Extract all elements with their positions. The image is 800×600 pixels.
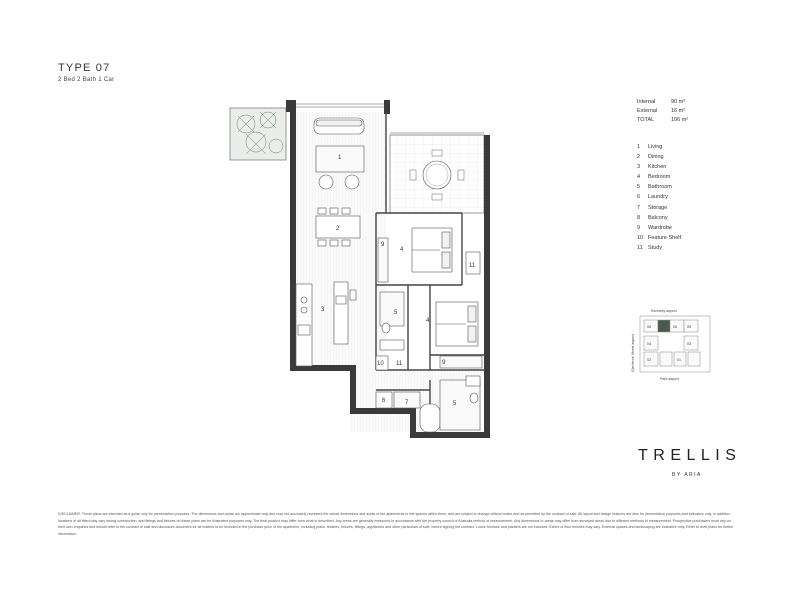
area-label: TOTAL (637, 117, 655, 123)
room-legend: 1 Living 2 Dining 3 Kitchen 4 Bedroom 5 Bathr… (637, 142, 681, 253)
area-label: Internal (637, 99, 656, 105)
key-plan-unit: 08 (647, 325, 651, 329)
legend-number: 4 (637, 174, 641, 181)
bathroom-1 (379, 291, 405, 351)
legend-item: 2 Dining (637, 152, 681, 162)
living-furniture (313, 117, 365, 190)
legend-label: Bathroom (648, 184, 672, 191)
legend-label: Balcony (648, 214, 668, 221)
key-plan-unit: 04 (647, 342, 651, 346)
room-label-laundry: 6 (382, 398, 386, 404)
legend-item: 9 Wardrobe (637, 223, 681, 233)
key-plan-unit: 02 (647, 358, 651, 362)
legend-label: Feature Shelf (648, 234, 682, 241)
key-plan: Kennedy aspect Park aspect Glenferrie St… (631, 309, 711, 381)
key-plan-unit: 03 (687, 342, 691, 346)
brand-logo: TRELLIS (638, 447, 742, 464)
legend-number: 8 (637, 214, 641, 221)
room-label-wardrobe-1: 9 (381, 242, 385, 248)
area-row-external: External 16 m² (637, 107, 688, 116)
legend-number: 11 (637, 244, 643, 251)
legend-number: 6 (637, 194, 641, 201)
bedroom-2 (435, 301, 483, 369)
legend-item: 10 Feature Shelf (637, 233, 681, 243)
legend-label: Laundry (648, 194, 668, 201)
legend-item: 5 Bathroom (637, 182, 681, 192)
legend-label: Bedroom (648, 174, 671, 181)
bathroom-2 (419, 375, 481, 433)
room-label-feature-shelf: 10 (377, 361, 384, 367)
legend-label: Dining (648, 154, 664, 161)
room-label-bathroom-2: 5 (453, 401, 457, 407)
room-label-dining: 2 (336, 226, 340, 232)
legend-number: 9 (637, 224, 641, 231)
planter-garden (229, 107, 287, 161)
room-label-living: 1 (338, 155, 342, 161)
key-plan-north-label: Kennedy aspect (651, 309, 677, 313)
legend-number: 5 (637, 184, 641, 191)
room-label-study-2: 11 (396, 361, 403, 367)
room-label-bedroom-1: 4 (400, 247, 404, 253)
room-label-wardrobe-2: 9 (442, 360, 446, 366)
key-plan-unit: 06 (673, 325, 677, 329)
key-plan-west-label: Glenferrie Street aspect (631, 334, 635, 372)
legend-item: 6 Laundry (637, 192, 681, 202)
legend-number: 1 (637, 144, 641, 150)
disclaimer-text: DISCLAIMER: These plans are intended as … (58, 512, 734, 536)
area-table: Internal 90 m² External 16 m² TOTAL 106 … (637, 98, 688, 125)
bedroom-1 (377, 227, 481, 283)
exterior-walls (286, 100, 490, 438)
balcony (389, 134, 485, 214)
legend-item: 11 Study (637, 243, 681, 253)
legend-item: 7 Storage (637, 203, 681, 213)
key-plan-south-label: Park aspect (660, 377, 679, 381)
brand-sub: BY ARIA (672, 472, 702, 478)
legend-number: 10 (637, 234, 644, 241)
plan-type-subtitle: 2 Bed 2 Bath 1 Car (58, 77, 115, 83)
room-label-kitchen: 3 (321, 307, 325, 313)
laundry-storage (375, 391, 421, 409)
legend-number: 7 (637, 204, 641, 211)
legend-number: 3 (637, 164, 641, 171)
area-value: 90 m² (671, 99, 686, 105)
room-label-bedroom-2: 4 (426, 318, 430, 324)
legend-item: 8 Balcony (637, 213, 681, 223)
room-label-study-1: 11 (469, 263, 476, 269)
legend-item: 4 Bedroom (637, 172, 681, 182)
area-value: 106 m² (671, 117, 689, 123)
key-plan-unit: 05 (687, 325, 691, 329)
area-row-total: TOTAL 106 m² (637, 116, 688, 125)
feature-shelf (375, 355, 389, 371)
legend-label: Kitchen (648, 164, 667, 171)
legend-label: Study (648, 244, 663, 251)
room-label-bathroom-1: 5 (394, 310, 398, 316)
area-label: External (637, 108, 658, 114)
area-row-internal: Internal 90 m² (637, 98, 688, 107)
legend-number: 2 (637, 154, 641, 161)
legend-label: Storage (648, 204, 668, 211)
key-plan-unit: 01 (677, 358, 681, 362)
legend-item: 3 Kitchen (637, 162, 681, 172)
kitchen (295, 281, 357, 367)
dining-table (315, 207, 361, 247)
legend-label: Wardrobe (648, 224, 672, 231)
plan-type-title: TYPE 07 (58, 62, 111, 74)
legend-item: 1 Living (637, 142, 681, 152)
legend-label: Living (648, 144, 663, 150)
area-value: 16 m² (671, 108, 686, 114)
room-label-storage: 7 (405, 400, 409, 406)
